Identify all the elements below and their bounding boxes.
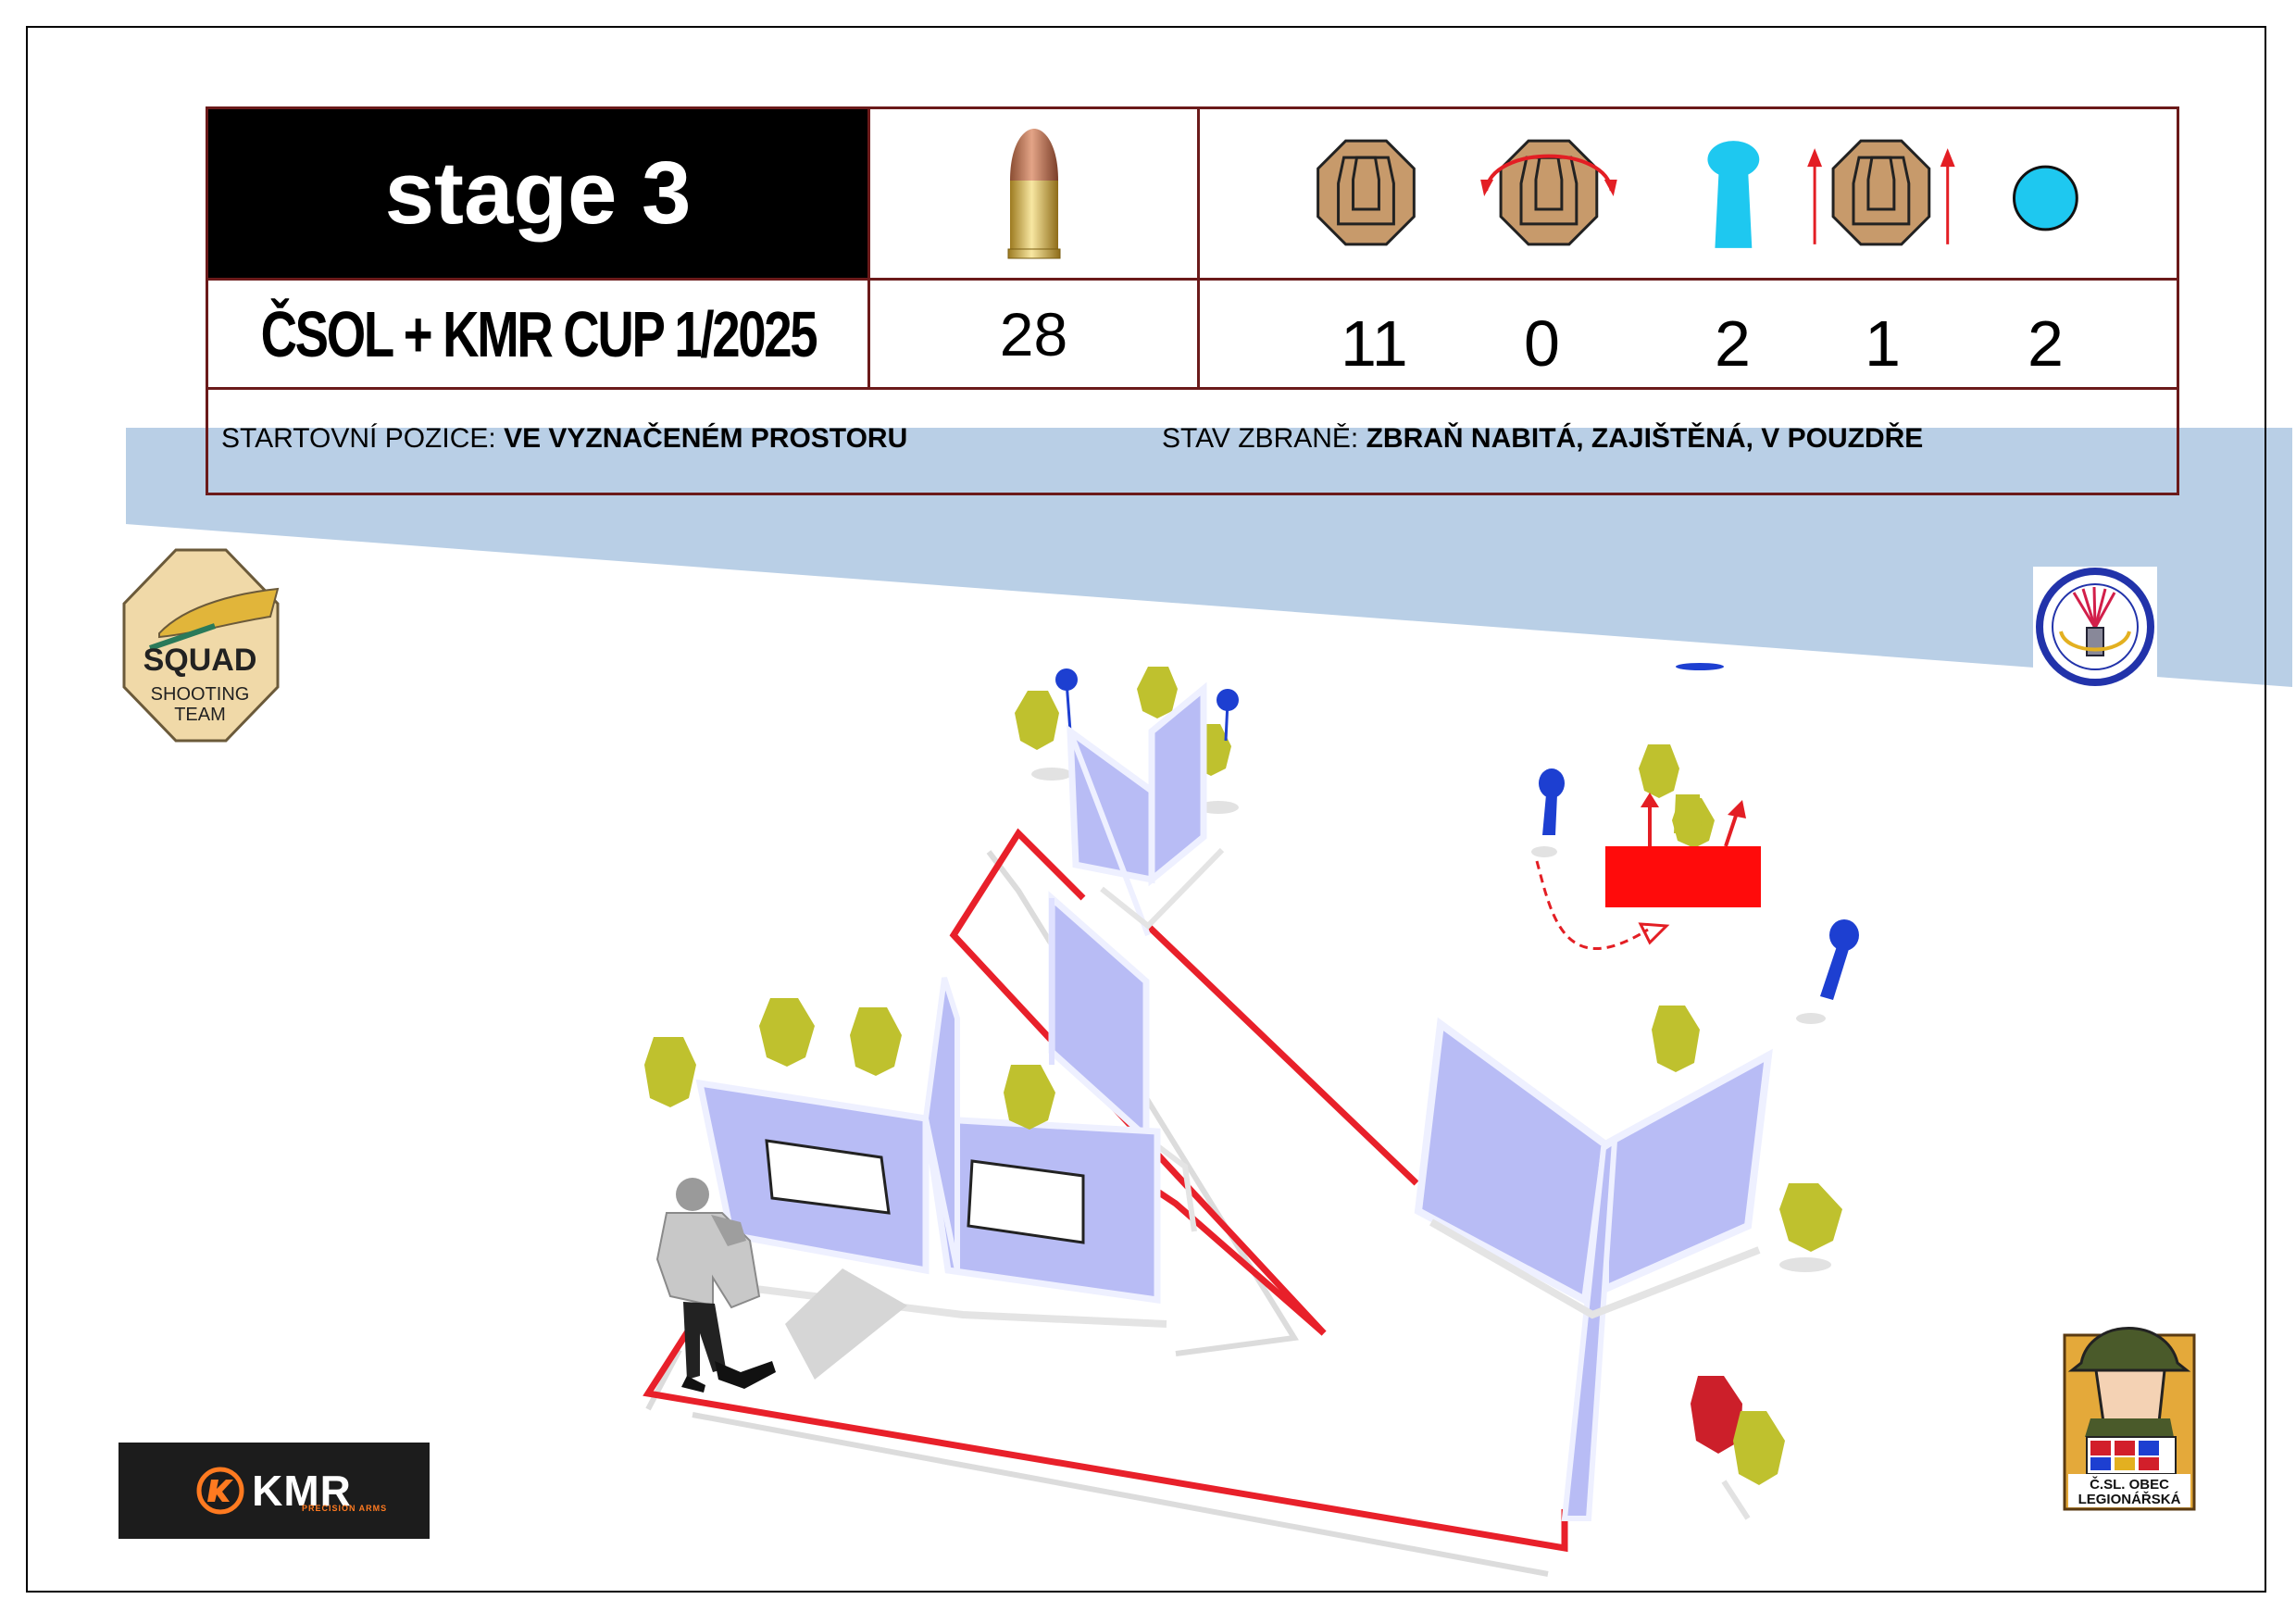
popper-target-icon	[1707, 141, 1760, 248]
target-counts: 11 0 2 1 2	[1197, 278, 2177, 387]
stage-info-row: STARTOVNÍ POZICE: VE VYZNAČENÉM PROSTORU…	[208, 387, 2177, 495]
target-icons-cell	[1197, 109, 2177, 278]
weapon-state: STAV ZBRANĚ: ZBRAŇ NABITÁ, ZAJIŠTĚNÁ, V …	[1162, 423, 1923, 455]
front-left-targets	[644, 998, 1055, 1130]
start-position-label: STARTOVNÍ POZICE:	[221, 423, 496, 454]
page-frame	[26, 26, 2266, 1593]
count-paper: 11	[1341, 307, 1408, 380]
weapon-state-value: ZBRAŇ NABITÁ, ZAJIŠTĚNÁ, V POUZDŘE	[1366, 423, 1924, 454]
count-swinger: 0	[1524, 307, 1560, 380]
squad-logo-line2: SHOOTING	[151, 684, 250, 705]
stage-header: stage 3	[206, 106, 2179, 495]
start-position: STARTOVNÍ POZICE: VE VYZNAČENÉM PROSTORU	[221, 423, 907, 455]
kmr-logo-text: KMR	[252, 1467, 352, 1515]
emblem-logo	[2033, 567, 2157, 687]
right-targets	[1652, 1006, 1842, 1520]
kmr-logo: KMR PRECISION ARMS	[119, 1443, 430, 1539]
start-position-value: VE VYZNAČENÉM PROSTORU	[504, 423, 908, 454]
squad-logo-line1: SQUAD	[144, 643, 257, 678]
csol-logo: Č.SL. OBEC LEGIONÁŘSKÁ	[2063, 1327, 2196, 1511]
count-plate: 2	[2028, 307, 2064, 380]
csol-logo-line1: Č.SL. OBEC	[2090, 1476, 2169, 1493]
count-mover: 1	[1865, 307, 1901, 380]
window-left	[765, 1139, 891, 1215]
csol-logo-line2: LEGIONÁŘSKÁ	[2078, 1491, 2181, 1507]
no-shoot-target	[1691, 1376, 1742, 1454]
count-popper: 2	[1715, 307, 1751, 380]
squad-logo-line3: TEAM	[174, 705, 226, 725]
window-right	[967, 1159, 1085, 1244]
kmr-logo-subtext: PRECISION ARMS	[302, 1504, 388, 1513]
squad-logo: SQUAD SHOOTING TEAM	[122, 548, 280, 743]
round-count: 28	[867, 278, 1197, 387]
cartridge-icon	[1007, 129, 1060, 259]
plate-target-icon	[2013, 165, 2078, 231]
shooter-figure	[655, 1178, 907, 1393]
mover-target	[1535, 744, 1761, 950]
stage-title: stage 3	[208, 109, 867, 278]
wall-right	[1414, 1017, 1773, 1521]
weapon-state-label: STAV ZBRANĚ:	[1162, 423, 1359, 454]
ammo-cell	[867, 109, 1197, 278]
swinger-target-icon	[1480, 139, 1617, 246]
mover-target-icon	[1807, 139, 1955, 246]
kmr-logo-icon	[196, 1467, 244, 1515]
match-name-text: ČSOL + KMR CUP 1/2025	[260, 297, 817, 370]
match-name: ČSOL + KMR CUP 1/2025	[208, 278, 867, 387]
paper-target-icon	[1316, 139, 1416, 246]
wall-back	[1067, 681, 1225, 937]
popper-targets	[1531, 768, 1859, 1024]
plate-targets	[1055, 663, 1724, 742]
target-icons	[1316, 139, 2078, 248]
